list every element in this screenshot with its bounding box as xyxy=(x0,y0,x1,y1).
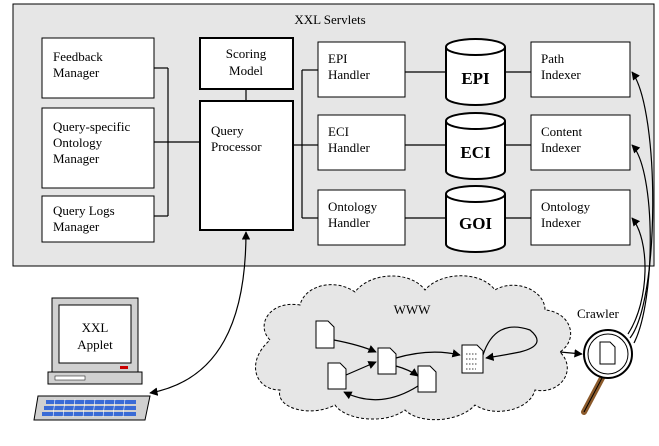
ontology-handler-line2: Handler xyxy=(328,215,371,230)
eci-handler-box: ECI Handler xyxy=(317,114,406,171)
path-indexer-line2: Indexer xyxy=(541,67,581,82)
document-icon xyxy=(599,341,616,365)
path-indexer-box: Path Indexer xyxy=(530,41,631,98)
ontology-indexer-line2: Indexer xyxy=(541,215,581,230)
logs-manager-box: Query Logs Manager xyxy=(41,195,155,243)
content-indexer-line1: Content xyxy=(541,124,583,139)
ontology-handler-line1: Ontology xyxy=(328,199,378,214)
epi-db-label: EPI xyxy=(461,69,490,88)
ontology-indexer-line1: Ontology xyxy=(541,199,591,214)
crawler-to-indexers-arrows xyxy=(627,71,654,344)
crawler-label: Crawler xyxy=(577,306,620,321)
logs-manager-line1: Query Logs xyxy=(53,203,115,218)
document-icon xyxy=(315,320,335,349)
eci-handler-line2: Handler xyxy=(328,140,371,155)
logs-manager-line2: Manager xyxy=(53,219,100,234)
www-label: WWW xyxy=(394,302,432,317)
feedback-manager-line2: Manager xyxy=(53,65,100,80)
epi-handler-line2: Handler xyxy=(328,67,371,82)
computer-icon xyxy=(33,297,151,421)
www-links xyxy=(333,326,538,401)
feedback-manager-line1: Feedback xyxy=(53,49,103,64)
ontology-manager-box: Query-specific Ontology Manager xyxy=(41,107,155,189)
www-documents xyxy=(315,320,484,393)
ontology-handler-box: Ontology Handler xyxy=(317,189,406,246)
magnifier-icon xyxy=(581,329,633,415)
query-processor-line1: Query xyxy=(211,123,244,138)
applet-label-line1: XXL xyxy=(82,320,109,335)
content-indexer-box: Content Indexer xyxy=(530,114,631,171)
epi-handler-box: EPI Handler xyxy=(317,41,406,98)
epi-database: EPI xyxy=(445,38,506,106)
ontology-manager-line1: Query-specific xyxy=(53,119,130,134)
epi-handler-line1: EPI xyxy=(328,51,348,66)
eci-database: ECI xyxy=(445,112,506,180)
document-icon xyxy=(417,365,437,393)
goi-db-label: GOI xyxy=(459,214,492,233)
scoring-model-line2: Model xyxy=(229,63,263,78)
feedback-manager-box: Feedback Manager xyxy=(41,37,155,99)
applet-processor-arrow xyxy=(149,231,251,396)
goi-database: GOI xyxy=(445,185,506,253)
content-indexer-line2: Indexer xyxy=(541,140,581,155)
document-icon xyxy=(377,347,397,375)
applet-label-line2: Applet xyxy=(77,337,113,352)
connectors xyxy=(154,67,531,219)
path-indexer-line1: Path xyxy=(541,51,565,66)
query-processor-line2: Processor xyxy=(211,139,262,154)
ontology-indexer-box: Ontology Indexer xyxy=(530,189,631,246)
scoring-model-box: Scoring Model xyxy=(199,37,294,90)
document-icon xyxy=(327,362,347,390)
query-processor-box: Query Processor xyxy=(199,100,294,231)
eci-handler-line1: ECI xyxy=(328,124,349,139)
scoring-model-line1: Scoring xyxy=(226,46,267,61)
eci-db-label: ECI xyxy=(460,143,491,162)
ontology-manager-line3: Manager xyxy=(53,151,100,166)
cloud-to-crawler-arrow xyxy=(559,349,583,358)
www-cloud: WWW xyxy=(255,275,572,421)
servlets-title: XXL Servlets xyxy=(294,12,365,27)
ontology-manager-line2: Ontology xyxy=(53,135,103,150)
